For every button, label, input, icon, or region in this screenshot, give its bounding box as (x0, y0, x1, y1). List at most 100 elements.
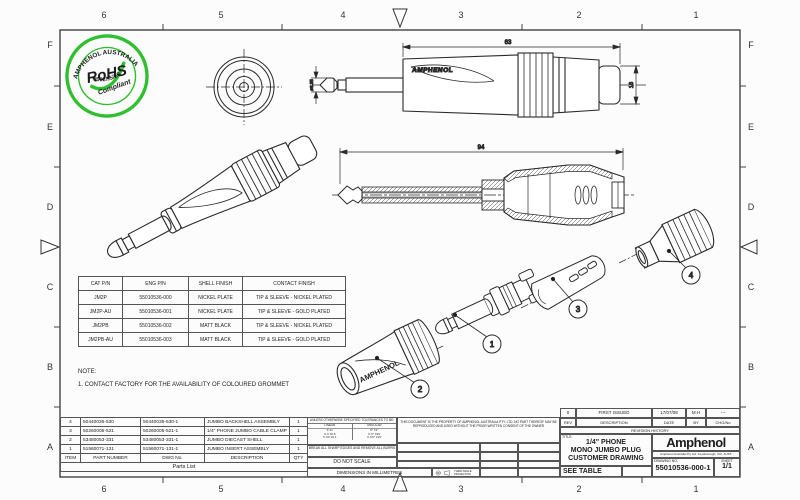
drawing-no-value: 55010536-000-1 (655, 463, 711, 472)
revision-history-label: REVISION HISTORY (560, 427, 740, 434)
part-insert-assembly (435, 268, 545, 335)
col-cat-pn: CAT P/N (78, 276, 123, 291)
parts-list-title-row: Parts List (60, 462, 308, 472)
scale-cell: SCALE: 1:1 (480, 468, 518, 477)
grid-left-b: B (46, 362, 54, 372)
rev-number: 0 (560, 408, 576, 418)
rev-by: M.H (686, 408, 706, 418)
finish-table: CAT P/N ENG P/N SHELL FINISH CONTACT FIN… (78, 276, 346, 347)
grid-left-e: E (46, 122, 54, 132)
balloon-4: 4 (689, 271, 694, 280)
col-eng-pn: ENG P/N (122, 276, 189, 291)
side-view: AMPHENOL 63 18 (309, 40, 646, 118)
grid-left-d: D (46, 202, 54, 212)
desc-col-header: DESCRIPTION (576, 418, 652, 427)
appd-cell: APP'D: P.M (480, 461, 518, 468)
grid-top-5: 5 (218, 10, 224, 20)
dim-94: 94 (478, 145, 485, 151)
part-diecast-shell: AMPHENOL (336, 319, 440, 396)
dimensions-note: DIMENSIONS IN MILLIMETRES (307, 468, 432, 477)
dim-tip: ø6.35 (309, 79, 314, 91)
break-edges-note: BREAK ALL SHARP EDGES AND REMOVE ALL BUR… (307, 445, 397, 457)
title-line-2: MONO JUMBO PLUG (570, 447, 642, 455)
balloon-3: 3 (576, 305, 581, 314)
grid-bottom-4: 4 (340, 484, 346, 494)
third-angle-projection-icon (435, 469, 450, 476)
registration-arrow-icon (40, 8, 758, 492)
drn-cell: DRN: A.O (480, 443, 518, 452)
sheet-cell: SHEET 1/1 (714, 458, 740, 477)
rev-chg: --- (706, 408, 740, 418)
balloon-2: 2 (418, 385, 423, 394)
do-not-scale-note: DO NOT SCALE (307, 457, 397, 468)
rev-col-header: REV (560, 418, 576, 427)
finish-cell: FINISH: SEE TABLE (397, 461, 480, 468)
grid-bottom-2: 2 (576, 484, 582, 494)
grid-top-1: 1 (693, 10, 699, 20)
exploded-view: AMPHENOL (336, 208, 715, 399)
drn-date-cell: DATE: 27/06/08 (518, 443, 560, 452)
projection-label: THIRD ANGLE PROJECTION (454, 469, 472, 476)
zone-ticks (54, 24, 746, 483)
sheet-label: SHEET (721, 459, 733, 463)
chg-col-header: CHG/No (706, 418, 740, 427)
note-block: NOTE: 1. CONTACT FACTORY FOR THE AVAILAB… (78, 366, 289, 392)
title-line-1: 1/4" PHONE (586, 439, 626, 446)
angular-label: ANGULAR (352, 423, 396, 429)
tolerance-box: UNLESS OTHERWISE SPECIFIED TOLERANCES TO… (307, 417, 397, 445)
dim-63: 63 (505, 40, 512, 46)
date-col-header: DATE (652, 418, 686, 427)
note-label: NOTE: (78, 369, 97, 375)
property-note: THIS DOCUMENT IS THE PROPERTY OF AMPHENO… (397, 417, 560, 443)
grid-right-d: D (747, 202, 755, 212)
grid-left-a: A (46, 442, 54, 452)
sheet-value: 1/1 (722, 463, 732, 470)
part-no-cell: PART No: (518, 468, 560, 477)
isometric-view (106, 135, 318, 258)
grid-top-6: 6 (101, 10, 107, 20)
grid-bottom-3: 3 (458, 484, 464, 494)
grid-top-4: 4 (340, 10, 346, 20)
drawing-no-label: DRAWING NO. (654, 459, 678, 463)
grid-bottom-5: 5 (218, 484, 224, 494)
section-view: 94 (332, 145, 634, 226)
front-view (206, 49, 282, 125)
rev-date: 17/07/08 (652, 408, 686, 418)
note-text: 1. CONTACT FACTORY FOR THE AVAILABILITY … (78, 382, 290, 389)
col-shell-finish: SHELL FINISH (188, 276, 243, 291)
balloon-callouts: 1 2 3 4 (374, 248, 701, 399)
col-contact-finish: CONTACT FINISH (242, 276, 346, 291)
grid-bottom-6: 6 (101, 484, 107, 494)
balloon-1: 1 (490, 340, 495, 349)
company-address: Amphenol Australia Pty Ltd, Keysborough,… (652, 451, 740, 458)
title-label: TITLE: (562, 435, 573, 439)
grid-left-f: F (47, 40, 53, 50)
title-block: 0 FIRST ISSUED 17/07/08 M.H --- REV DESC… (560, 408, 740, 477)
grid-right-a: A (747, 442, 755, 452)
dim-18: 18 (629, 82, 635, 88)
part-backshell (634, 208, 715, 269)
projection-cell: THIRD ANGLE PROJECTION (432, 468, 480, 477)
size-cell: SIZE: A4 (622, 466, 652, 477)
grid-bottom-1: 1 (693, 484, 699, 494)
by-col-header: BY (686, 418, 706, 427)
title-line-3: CUSTOMER DRAWING (568, 455, 644, 463)
rev-description: FIRST ISSUED (576, 408, 652, 418)
grid-right-b: B (747, 362, 755, 372)
appd-date-cell: DATE: 17/07/08 (518, 461, 560, 468)
title-cell: TITLE: 1/4" PHONE MONO JUMBO PLUG CUSTOM… (560, 434, 652, 466)
parts-list-title: Parts List (60, 462, 308, 472)
spec-block: UNLESS OTHERWISE SPECIFIED TOLERANCES TO… (307, 417, 560, 477)
